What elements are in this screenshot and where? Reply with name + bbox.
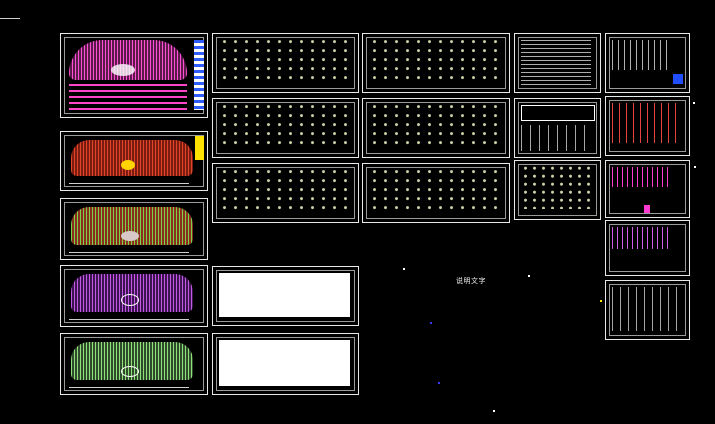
sheet-plan-magenta[interactable]	[60, 33, 208, 118]
legend-swatch	[673, 74, 683, 84]
sheet-frame	[518, 37, 597, 89]
stray-point	[694, 166, 696, 168]
title-block	[195, 136, 204, 160]
sheet-frame	[64, 202, 204, 256]
plan-drawing	[71, 140, 193, 176]
plan-stairs	[111, 64, 135, 76]
sheet-frame	[366, 37, 506, 89]
stray-point	[600, 300, 602, 302]
sheet-frame	[609, 224, 686, 272]
sheet-plan-red[interactable]	[60, 131, 208, 191]
sheet-elevation-5[interactable]	[605, 280, 690, 340]
sheet-frame	[216, 37, 355, 89]
sheet-frame	[216, 337, 355, 391]
sheet-frame	[64, 269, 204, 323]
stray-line	[0, 18, 20, 19]
stray-point	[403, 268, 405, 270]
sheet-misc-detail[interactable]	[514, 160, 601, 220]
sheet-detail-3[interactable]	[212, 98, 359, 158]
dimension-line	[69, 252, 189, 253]
sheet-frame	[609, 164, 686, 214]
sheet-frame	[64, 337, 204, 391]
detail-grid	[369, 103, 501, 147]
dimension-line	[69, 319, 189, 320]
sheet-frame	[609, 37, 686, 89]
detail-grid	[369, 38, 501, 82]
elevation-drawing	[612, 40, 672, 70]
sheet-plan-green-red[interactable]	[60, 198, 208, 260]
sheet-notes-2[interactable]	[212, 333, 359, 395]
elevation-drawing	[612, 287, 682, 331]
stray-point	[528, 275, 530, 277]
stray-point	[493, 410, 495, 412]
sheet-elevation-1[interactable]	[605, 33, 690, 93]
sheet-detail-2[interactable]	[362, 33, 510, 93]
sheet-frame	[366, 167, 506, 219]
detail-grid	[219, 38, 350, 82]
plan-drawing	[71, 274, 193, 312]
detail-drawings	[521, 125, 593, 151]
sheet-elevation-3[interactable]	[605, 160, 690, 218]
legend-column	[194, 40, 204, 110]
sheet-detail-1[interactable]	[212, 33, 359, 93]
sheet-frame	[216, 270, 355, 322]
dimension-line	[69, 387, 189, 388]
sheet-notes-1[interactable]	[212, 266, 359, 326]
sheet-frame	[216, 102, 355, 154]
sheet-section-detail[interactable]	[514, 98, 601, 158]
section-strips	[69, 84, 187, 112]
sheet-frame	[216, 167, 355, 219]
sheet-frame	[609, 284, 686, 336]
detail-grid	[219, 168, 350, 212]
sheet-schedule[interactable]	[514, 33, 601, 93]
plan-stairs	[121, 231, 139, 241]
dimension-line	[69, 183, 189, 184]
plan-stairs	[121, 366, 139, 377]
elevation-drawing	[612, 103, 678, 143]
canvas-label: 说明文字	[456, 277, 486, 285]
detail-grid	[219, 103, 350, 147]
sheet-frame	[518, 102, 597, 154]
stray-point	[693, 102, 695, 104]
sheet-frame	[609, 100, 686, 152]
sheet-plan-green[interactable]	[60, 333, 208, 395]
sheet-plan-purple[interactable]	[60, 265, 208, 327]
sheet-detail-4[interactable]	[362, 98, 510, 158]
sheet-elevation-2[interactable]	[605, 96, 690, 156]
notes-area	[219, 273, 350, 317]
sheet-frame	[366, 102, 506, 154]
detail-grid	[521, 165, 592, 209]
plan-stairs	[121, 160, 135, 170]
sheet-detail-5[interactable]	[212, 163, 359, 223]
sheet-frame	[518, 164, 597, 216]
sheet-frame	[64, 135, 204, 187]
plan-stairs	[121, 294, 139, 306]
elevation-drawing	[612, 227, 670, 249]
stray-point	[438, 382, 440, 384]
sheet-detail-6[interactable]	[362, 163, 510, 223]
legend-swatch	[644, 205, 650, 213]
notes-area	[219, 340, 350, 386]
schedule-text	[521, 40, 591, 86]
section-drawing	[521, 105, 595, 121]
detail-grid	[369, 168, 501, 212]
elevation-drawing	[612, 167, 672, 187]
sheet-elevation-4[interactable]	[605, 220, 690, 276]
stray-point	[430, 322, 432, 324]
